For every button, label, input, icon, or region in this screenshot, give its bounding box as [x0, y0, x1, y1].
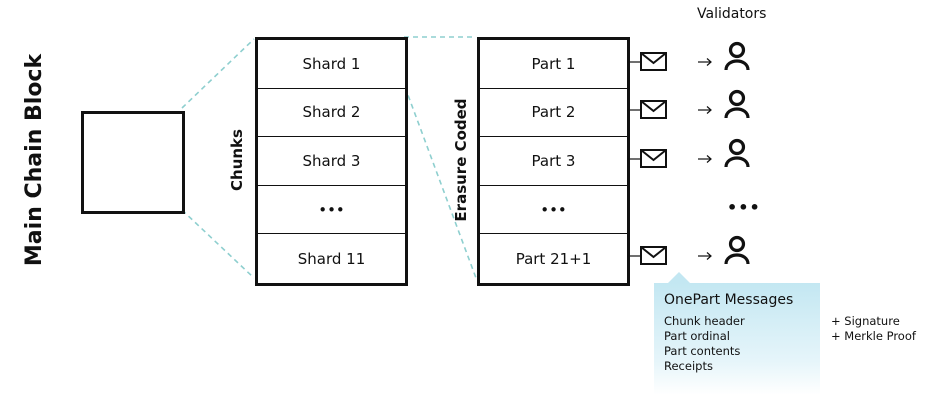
shard-cell: Shard 1	[258, 40, 405, 89]
validators-title: Validators	[697, 6, 767, 22]
shard-cell: Shard 3	[258, 137, 405, 186]
message-panel-pointer	[667, 272, 691, 284]
person-icon	[724, 235, 750, 266]
shard-ellipsis: •••	[258, 186, 405, 235]
message-extra: + Signature	[831, 314, 900, 328]
part-stack: Part 1 Part 2 Part 3 ••• Part 21+1	[477, 37, 630, 286]
message-item: Chunk header	[664, 314, 745, 328]
shard-cell: Shard 2	[258, 89, 405, 138]
arrow-icon	[697, 251, 712, 261]
main-chain-block	[81, 111, 185, 214]
onepart-messages-panel: OnePart Messages Chunk header Part ordin…	[654, 283, 820, 395]
message-item: Receipts	[664, 359, 713, 373]
envelope-icon	[640, 100, 667, 119]
arrow-icon	[697, 154, 712, 164]
part-cell: Part 1	[480, 40, 627, 89]
validator-row	[627, 138, 750, 169]
shard-cell: Shard 11	[297, 249, 366, 268]
message-item: Part ordinal	[664, 329, 730, 343]
shard-to-parts-bottom-line	[404, 86, 477, 279]
envelope-icon	[640, 52, 667, 71]
envelope-icon	[640, 149, 667, 168]
main-chain-block-label: Main Chain Block	[22, 53, 47, 267]
chunks-label: Chunks	[228, 129, 246, 191]
validator-row	[627, 235, 750, 266]
part-ellipsis: •••	[480, 186, 627, 235]
validators-ellipsis: •••	[727, 198, 761, 217]
block-to-chunks-top-line	[181, 38, 255, 109]
part-cell: Part 2	[480, 89, 627, 138]
person-icon	[724, 41, 750, 72]
message-item: Part contents	[664, 344, 741, 358]
arrow-icon	[697, 57, 712, 67]
message-extra: + Merkle Proof	[831, 329, 916, 343]
person-icon	[724, 89, 750, 120]
part-cell: Part 3	[480, 137, 627, 186]
arrow-icon	[697, 105, 712, 115]
shard-stack: Shard 1 Shard 2 Shard 3 ••• Shard 11	[255, 37, 408, 286]
envelope-icon	[640, 246, 667, 265]
validator-row	[627, 89, 750, 120]
message-panel-title: OnePart Messages	[664, 292, 794, 308]
erasure-coded-label: Erasure Coded	[452, 98, 470, 222]
block-to-chunks-bottom-line	[181, 209, 255, 279]
person-icon	[724, 138, 750, 169]
validator-row	[627, 41, 750, 72]
validator-routes	[627, 41, 750, 266]
part-cell: Part 21+1	[515, 249, 592, 268]
